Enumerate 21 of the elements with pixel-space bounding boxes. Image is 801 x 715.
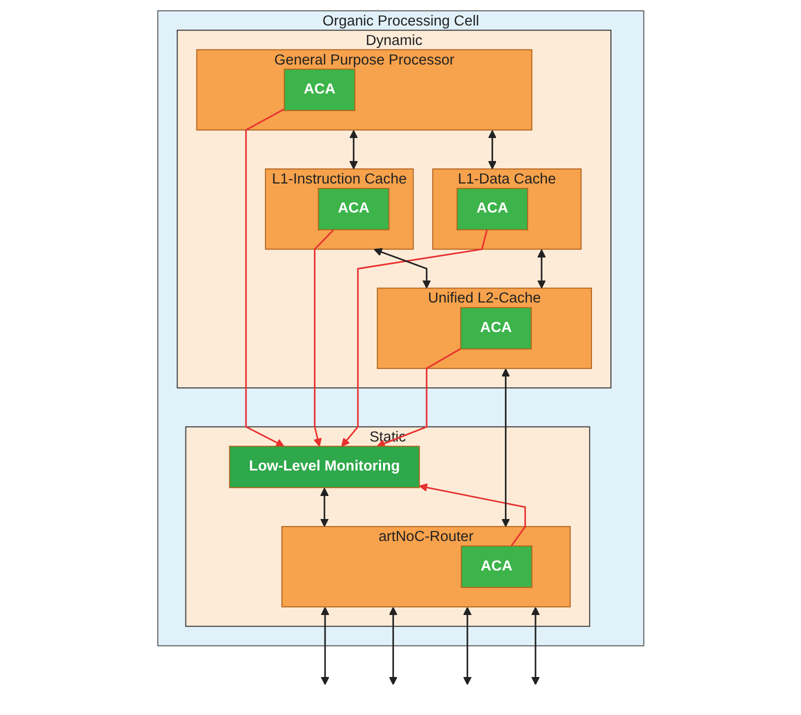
arrow [373, 248, 431, 289]
arrow [320, 606, 330, 686]
node-box: ACA [460, 307, 532, 350]
arrow [376, 348, 461, 448]
node-box: ACA [460, 546, 532, 588]
arrow [388, 606, 398, 686]
node-box: ACA [284, 68, 356, 112]
arrow [341, 230, 488, 447]
arrow [537, 249, 546, 289]
arrow [462, 606, 472, 686]
node-box: Low-Level Monitoring [228, 446, 420, 488]
arrow [313, 229, 334, 447]
arrow [349, 130, 358, 170]
arrow [530, 606, 540, 686]
arrow [320, 488, 328, 527]
arrow [488, 130, 496, 170]
node-box: ACA [318, 188, 390, 230]
arrow [418, 483, 526, 546]
arrow [501, 368, 510, 527]
arrow [244, 108, 284, 447]
node-box: ACA [456, 188, 528, 230]
